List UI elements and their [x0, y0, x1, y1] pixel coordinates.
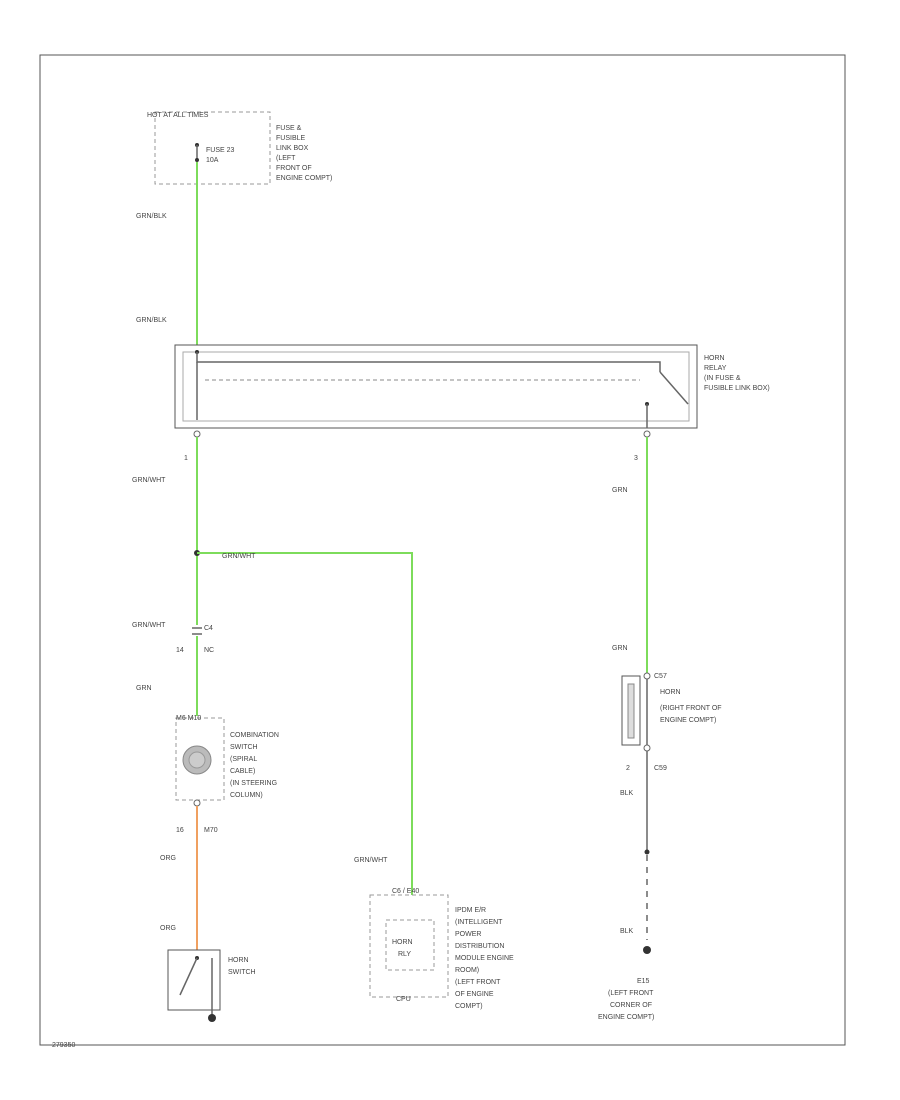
ipdm-desc-9: COMPT)	[455, 1003, 483, 1010]
ipdm-desc-5: MODULE ENGINE	[455, 955, 514, 962]
combination-switch-outline	[175, 717, 225, 801]
horn-relay: HORN RELAY (IN FUSE & FUSIBLE LINK BOX)	[174, 344, 770, 438]
wire-label-org-1: ORG	[160, 855, 176, 862]
ipdm-conn-label: C6 / E40	[392, 888, 419, 895]
horn-desc-3: ENGINE COMPT)	[660, 717, 716, 724]
horn-pin2-label: 2	[626, 765, 630, 772]
ipdm-bottom-label: CPU	[396, 996, 411, 1003]
combo-desc-6: COLUMN)	[230, 792, 263, 799]
horn-switch: HORN SWITCH	[167, 949, 256, 1022]
relay-pin3-label: 3	[634, 455, 638, 462]
relay-desc-1: HORN	[704, 355, 725, 362]
wire-label-org-2: ORG	[160, 925, 176, 932]
relay-box	[174, 344, 698, 429]
horn-switch-desc-2: SWITCH	[228, 969, 256, 976]
combo-desc-4: CABLE)	[230, 768, 255, 775]
fuse-label-1: FUSE 23	[206, 147, 235, 154]
horn-top-conn-label: C57	[654, 673, 667, 680]
horn-switch-ground-icon	[208, 1014, 216, 1022]
fuse-desc-4: (LEFT	[276, 155, 296, 162]
fuse-box: HOT AT ALL TIMES FUSE 23 10A FUSE & FUSI…	[147, 111, 332, 185]
ipdm-module: C6 / E40 HORN RLY CPU IPDM E/R (INTELLIG…	[369, 888, 514, 1010]
fuse-desc-2: FUSIBLE	[276, 135, 306, 142]
wire-label-grnblk-2: GRN/BLK	[136, 317, 167, 324]
ipdm-inner-2: RLY	[398, 951, 411, 958]
fuse-box-outline	[154, 111, 271, 185]
wire-label-blk-1: BLK	[620, 790, 634, 797]
relay-pin3-connector	[643, 430, 651, 438]
c4-id-label: NC	[204, 647, 214, 654]
ground-desc-2: CORNER OF	[610, 1002, 652, 1009]
c4-conn-label: C4	[204, 625, 213, 632]
c4-pin-label: 14	[176, 647, 184, 654]
fuse-desc-5: FRONT OF	[276, 165, 312, 172]
ground-icon	[643, 946, 651, 954]
wire-label-grn-3: GRN	[612, 645, 628, 652]
ipdm-inner-1: HORN	[392, 939, 413, 946]
horn-conn-label: C59	[654, 765, 667, 772]
wire-break-top	[644, 849, 650, 855]
horn-switch-box	[167, 949, 221, 1011]
fuse-terminal-bottom	[195, 158, 199, 162]
combination-switch: M6 M10 COMBINATION SWITCH (SPIRAL CABLE)…	[175, 715, 279, 807]
ground-id-label: E15	[637, 978, 650, 985]
combination-switch-top-label: M6 M10	[176, 715, 201, 722]
ipdm-desc-8: OF ENGINE	[455, 991, 494, 998]
ipdm-desc-2: (INTELLIGENT	[455, 919, 503, 926]
wire-label-grnwht-4: GRN/WHT	[354, 857, 388, 864]
diagram-frame	[39, 54, 846, 1046]
horn-icon	[627, 683, 635, 739]
relay-coil-wire	[196, 352, 661, 372]
horn-switch-contact	[179, 957, 198, 996]
combo-desc-1: COMBINATION	[230, 732, 279, 739]
horn-switch-desc-1: HORN	[228, 957, 249, 964]
ipdm-horn-relay	[385, 919, 435, 971]
wire-label-blk-2: BLK	[620, 928, 634, 935]
fuse-label-2: 10A	[206, 157, 219, 164]
wire-label-grnwht-1: GRN/WHT	[132, 477, 166, 484]
relay-pin1-label: 1	[184, 455, 188, 462]
wire-label-grn-2: GRN	[612, 487, 628, 494]
horn-top-connector	[643, 672, 651, 680]
wire-label-grnblk-1: GRN/BLK	[136, 213, 167, 220]
horn-body	[621, 675, 641, 746]
wire-label-grnwht-2: GRN/WHT	[222, 553, 256, 560]
wire-grnwht-to-ipdm	[197, 552, 413, 895]
relay-desc-2: RELAY	[704, 365, 727, 372]
ipdm-desc-3: POWER	[455, 931, 481, 938]
relay-desc-4: FUSIBLE LINK BOX)	[704, 385, 770, 392]
ground-desc-3: ENGINE COMPT)	[598, 1014, 654, 1021]
spiral-cable-inner	[188, 751, 206, 769]
ground-desc-1: (LEFT FRONT	[608, 990, 654, 997]
wire-label-grn-1: GRN	[136, 685, 152, 692]
wire-label-grnwht-3: GRN/WHT	[132, 622, 166, 629]
horn-component: C57 HORN (RIGHT FRONT OF ENGINE COMPT)	[621, 672, 722, 752]
fuse-desc-1: FUSE &	[276, 125, 302, 132]
combo-bottom-connector	[193, 799, 201, 807]
relay-switch-contact	[659, 371, 689, 405]
relay-inner-box	[182, 351, 690, 422]
combo-desc-5: (IN STEERING	[230, 780, 277, 787]
fuse-desc-3: LINK BOX	[276, 145, 309, 152]
combo-desc-2: SWITCH	[230, 744, 258, 751]
horn-bottom-connector	[643, 744, 651, 752]
horn-desc-1: HORN	[660, 689, 681, 696]
ipdm-desc-4: DISTRIBUTION	[455, 943, 504, 950]
diagram-code: 279350	[52, 1042, 75, 1049]
combo-desc-3: (SPIRAL	[230, 756, 257, 763]
ipdm-desc-1: IPDM E/R	[455, 907, 486, 914]
relay-pin1-connector	[193, 430, 201, 438]
sw-conn-label: M70	[204, 827, 218, 834]
ipdm-desc-6: ROOM)	[455, 967, 479, 974]
horn-desc-2: (RIGHT FRONT OF	[660, 705, 722, 712]
fuse-desc-6: ENGINE COMPT)	[276, 175, 332, 182]
ipdm-outline	[369, 894, 449, 998]
sw-pin-label: 16	[176, 827, 184, 834]
relay-desc-3: (IN FUSE &	[704, 375, 741, 382]
ipdm-desc-7: (LEFT FRONT	[455, 979, 501, 986]
fuse-header: HOT AT ALL TIMES	[147, 112, 209, 119]
